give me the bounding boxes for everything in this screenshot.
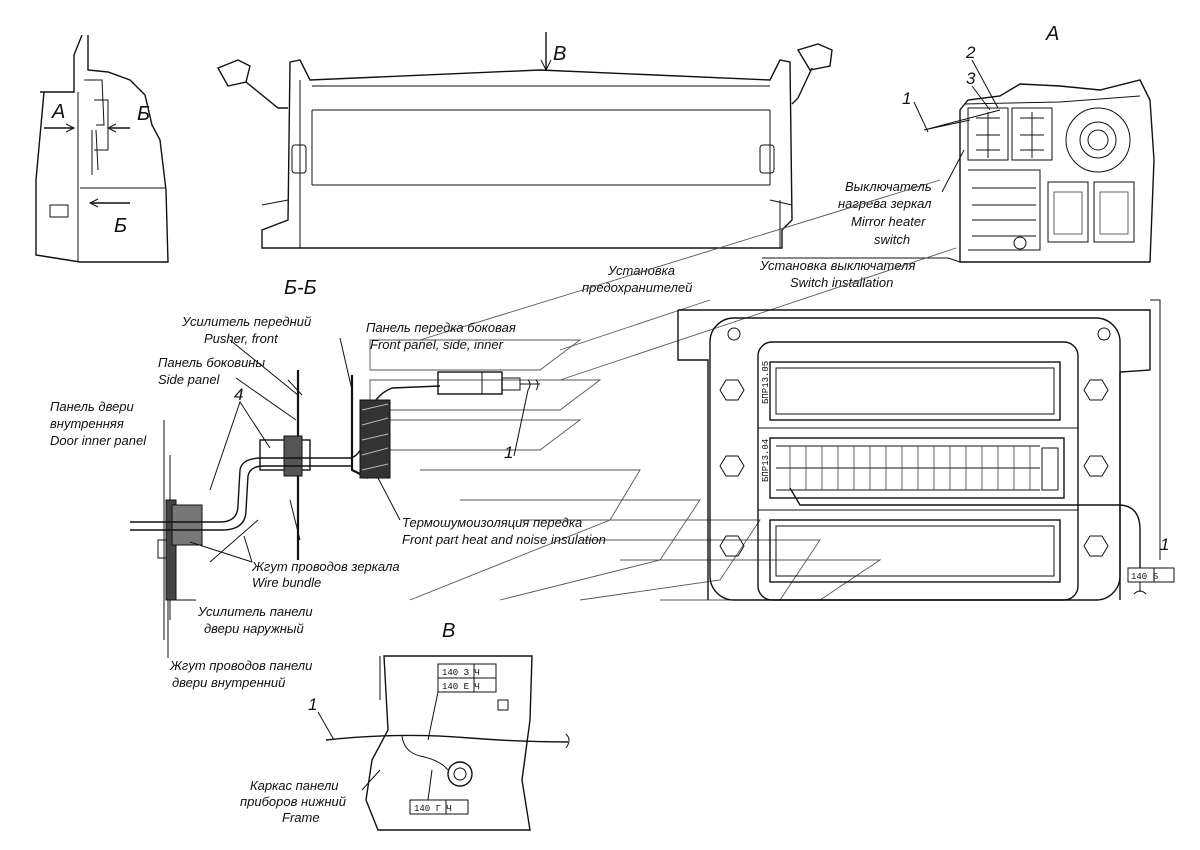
switch-install-label-en: Switch installation	[790, 275, 893, 290]
view-mark-a: А	[51, 101, 65, 123]
fuse-install-label-ru-1: Установка	[607, 263, 675, 278]
callout-2: 2	[965, 43, 976, 62]
fuse-block-tag-top: БПР13.05	[761, 361, 771, 404]
door-wire-label-ru-2: двери внутренний	[172, 675, 285, 690]
front-panel-label-en: Front panel, side, inner	[370, 337, 504, 352]
callout-1-view-v: 1	[308, 695, 317, 714]
callout-1-section: 1	[504, 443, 513, 462]
section-bb-title: Б-Б	[284, 277, 317, 299]
door-panel-label-en: Door inner panel	[50, 433, 147, 448]
frame-label-ru-1: Каркас панели	[250, 778, 339, 793]
callout-4: 4	[234, 385, 243, 404]
door-reinf-label-ru-2: двери наружный	[204, 621, 304, 636]
door-reinf-label-ru-1: Усилитель панели	[197, 604, 313, 619]
door-wire-label-ru-1: Жгут проводов панели	[169, 658, 312, 673]
door-panel-label-ru-1: Панель двери	[50, 399, 134, 414]
mirror-switch-label-ru-2: нагрева зеркал	[838, 196, 932, 211]
callout-1-right: 1	[1160, 535, 1169, 554]
wire-mirror-label-en: Wire bundle	[252, 575, 321, 590]
view-v: В 140 З Ч 140 Е Ч 140 Г Ч 1	[308, 620, 570, 831]
switch-install-label-ru: Установка выключателя	[759, 258, 916, 273]
door-side-view: А Б Б	[35, 34, 169, 263]
wire-tag-right: 140 Б	[1131, 572, 1159, 582]
fuse-install-label-ru-2: предохранителей	[582, 280, 692, 295]
insulation-label-en: Front part heat and noise insulation	[402, 532, 606, 547]
wire-tag-v1: 140 З Ч	[442, 668, 480, 678]
view-mark-v-top: В	[553, 43, 566, 65]
wire-mirror-label-ru: Жгут проводов зеркала	[251, 559, 400, 574]
mirror-switch-label-en-2: switch	[874, 232, 910, 247]
view-v-title: В	[442, 620, 455, 642]
section-mark-b-bottom: Б	[114, 215, 127, 237]
mirror-switch-label-en-1: Mirror heater	[851, 214, 926, 229]
door-panel-label-ru-2: внутренняя	[50, 416, 124, 431]
frame-label-ru-2: приборов нижний	[240, 794, 346, 809]
section-mark-b-top: Б	[137, 103, 150, 125]
fuse-block-tag-mid: БПР13.04	[761, 439, 771, 482]
section-bb: Б-Б 4 1	[130, 277, 540, 658]
frame-label-en: Frame	[282, 810, 320, 825]
callout-1-view-a: 1	[902, 89, 911, 108]
view-a-title: А	[1045, 23, 1059, 45]
wire-tag-v2: 140 Е Ч	[442, 682, 480, 692]
front-panel-view: В	[217, 32, 833, 249]
fuse-block-view: БПР13.05 БПР13.04 140 Б 1	[677, 299, 1175, 601]
pusher-label-ru: Усилитель передний	[181, 314, 311, 329]
callout-3: 3	[966, 69, 976, 88]
switch-panel-view-a: А 1 2 3	[902, 23, 1155, 263]
front-panel-label-ru: Панель передка боковая	[366, 320, 516, 335]
side-panel-label-en: Side panel	[158, 372, 221, 387]
pusher-label-en: Pusher, front	[204, 331, 279, 346]
side-panel-label-ru: Панель боковины	[158, 355, 265, 370]
wire-tag-v3: 140 Г Ч	[414, 804, 452, 814]
mirror-switch-label-ru-1: Выключатель	[845, 179, 932, 194]
insulation-label-ru: Термошумоизоляция передка	[402, 515, 582, 530]
